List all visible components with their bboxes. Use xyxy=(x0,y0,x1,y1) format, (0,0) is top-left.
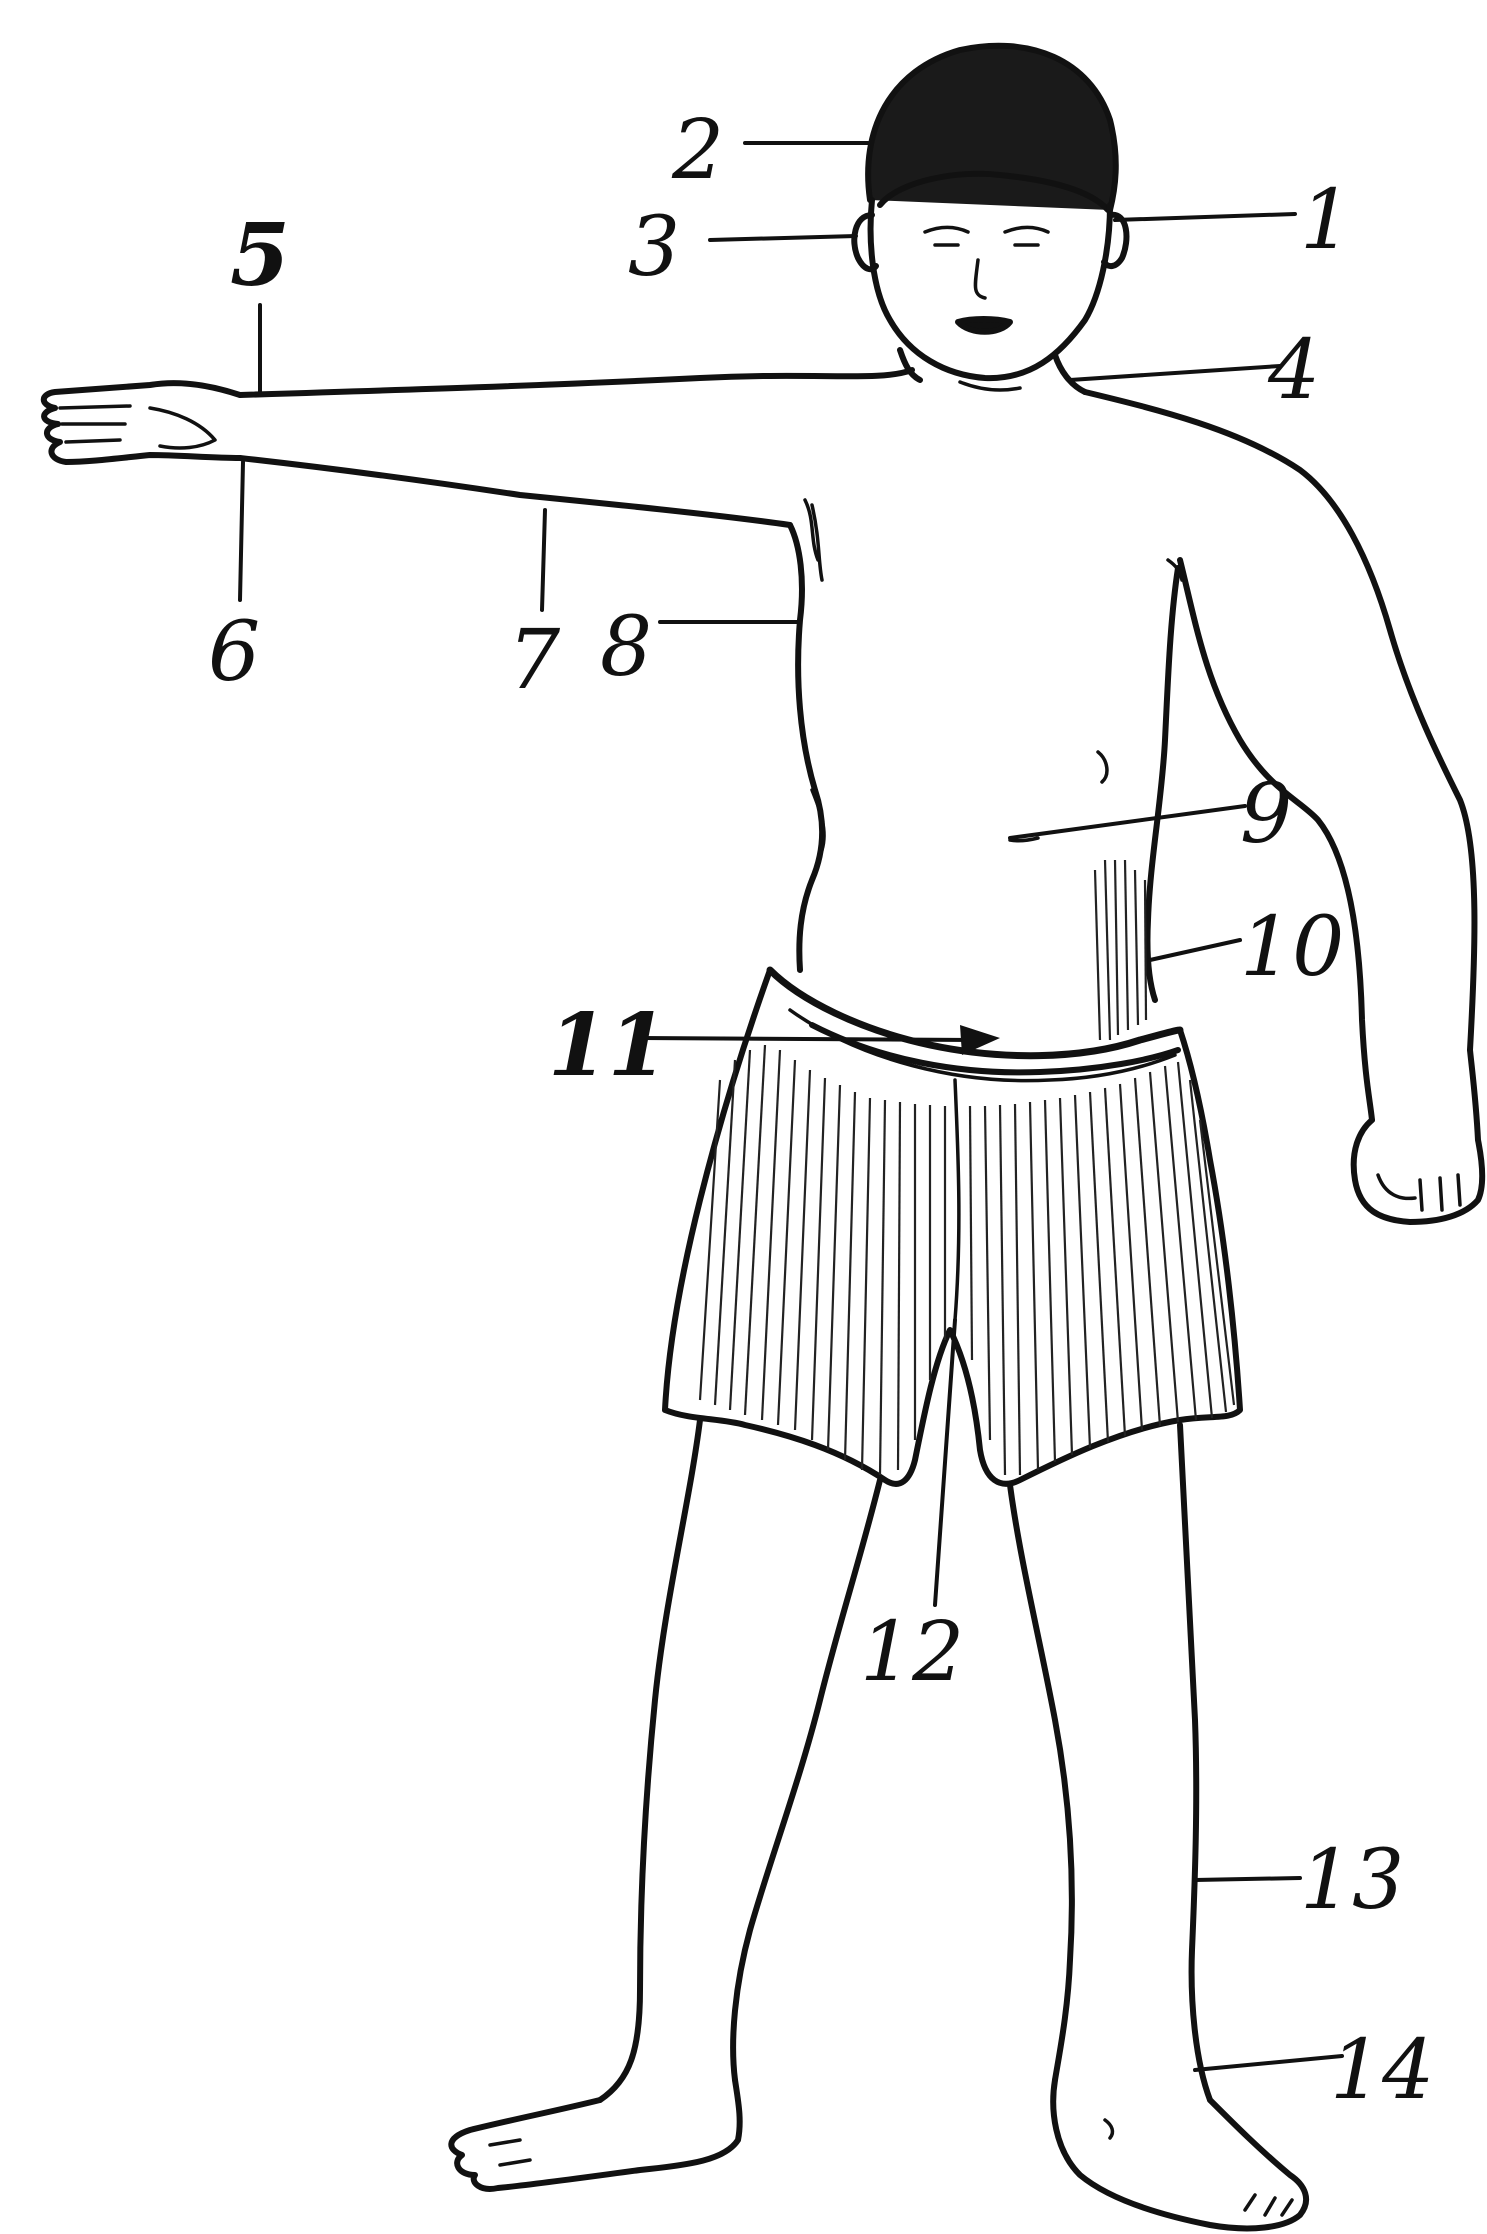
outstretched-arm xyxy=(44,370,912,525)
leader-9 xyxy=(1010,806,1245,838)
leader-13 xyxy=(1195,1878,1300,1880)
label-10: 10 xyxy=(1240,900,1344,995)
label-8: 8 xyxy=(600,600,652,695)
mouth xyxy=(958,319,1010,332)
label-2: 2 xyxy=(671,103,724,198)
shorts-hatching xyxy=(700,1045,1234,1475)
leader-7 xyxy=(542,510,545,610)
leader-6 xyxy=(240,462,243,600)
leader-11 xyxy=(640,1038,975,1040)
label-7: 7 xyxy=(508,613,561,708)
torso xyxy=(790,392,1474,1120)
shorts xyxy=(665,970,1240,1484)
eye-left xyxy=(1005,228,1048,233)
legs xyxy=(451,1420,1306,2228)
label-12: 12 xyxy=(860,1605,964,1700)
label-14: 14 xyxy=(1330,2023,1434,2118)
leader-lines xyxy=(240,143,1342,2070)
hair xyxy=(868,46,1116,210)
hanging-hand xyxy=(1354,1050,1483,1222)
head xyxy=(871,200,1110,378)
nose xyxy=(975,260,985,298)
leader-1 xyxy=(1115,214,1295,220)
label-3: 3 xyxy=(628,200,680,295)
label-1: 1 xyxy=(1300,173,1352,268)
number-labels: 1 2 3 4 5 6 7 8 9 10 11 12 13 14 xyxy=(208,103,1434,2118)
leader-4 xyxy=(1070,366,1280,380)
label-4: 4 xyxy=(1267,323,1320,418)
right-foot xyxy=(451,2080,739,2189)
label-6: 6 xyxy=(208,605,260,700)
label-5: 5 xyxy=(230,205,290,306)
label-9: 9 xyxy=(1240,767,1292,862)
label-11: 11 xyxy=(548,995,668,1096)
leader-3 xyxy=(710,236,856,240)
leader-14 xyxy=(1195,2056,1342,2070)
leader-10 xyxy=(1150,940,1240,960)
left-foot xyxy=(1053,2080,1306,2228)
eye-right xyxy=(925,228,968,233)
label-13: 13 xyxy=(1300,1833,1404,1928)
